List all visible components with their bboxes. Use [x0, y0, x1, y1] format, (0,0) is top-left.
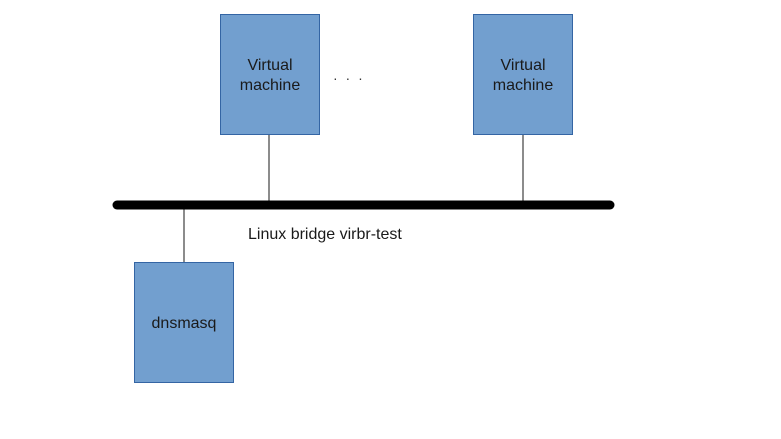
- vm1-label-line2: machine: [240, 77, 301, 94]
- virtual-machine-node-2: Virtual machine: [473, 14, 573, 135]
- vm1-label-line1: Virtual: [247, 57, 292, 74]
- vm2-label-line1: Virtual: [500, 57, 545, 74]
- vm2-label-line2: machine: [493, 77, 554, 94]
- dnsmasq-node: dnsmasq: [134, 262, 234, 383]
- bridge-label: Linux bridge virbr-test: [248, 226, 402, 243]
- dnsmasq-label: dnsmasq: [152, 315, 217, 332]
- virtual-machine-node-1: Virtual machine: [220, 14, 320, 135]
- more-vms-ellipsis: · · ·: [333, 70, 365, 86]
